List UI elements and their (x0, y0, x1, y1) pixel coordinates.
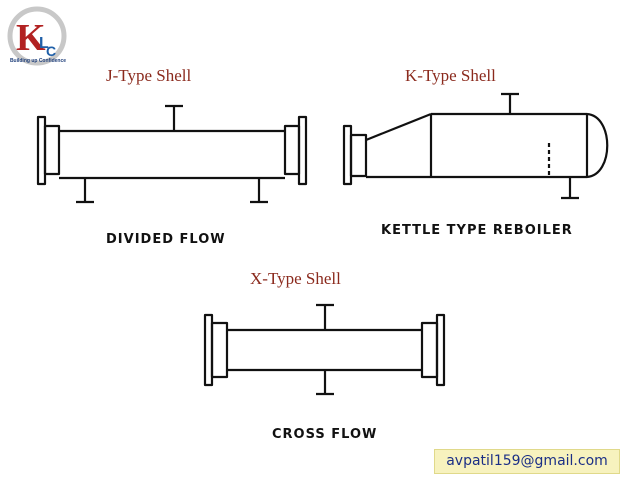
k-type-caption: K-Type Shell (405, 66, 496, 85)
svg-text:K: K (16, 17, 46, 59)
klc-logo: K L C (6, 6, 68, 70)
x-type-caption: X-Type Shell (250, 269, 341, 288)
j-type-shell-drawing (36, 104, 308, 204)
cross-flow-label: CROSS FLOW (272, 427, 378, 442)
kettle-reboiler-label: KETTLE TYPE REBOILER (381, 223, 573, 238)
j-type-caption: J-Type Shell (106, 66, 192, 85)
svg-text:C: C (46, 43, 56, 59)
svg-text:L: L (39, 35, 49, 52)
x-type-shell-drawing (203, 303, 446, 396)
divided-flow-label: DIVIDED FLOW (106, 232, 226, 247)
email-banner: avpatil159@gmail.com (434, 449, 620, 474)
email-address[interactable]: avpatil159@gmail.com (446, 453, 608, 469)
k-type-shell-drawing (342, 92, 609, 200)
klc-logo-mark: K L C (7, 6, 67, 66)
logo-tagline: Building up Confidence (9, 58, 67, 64)
